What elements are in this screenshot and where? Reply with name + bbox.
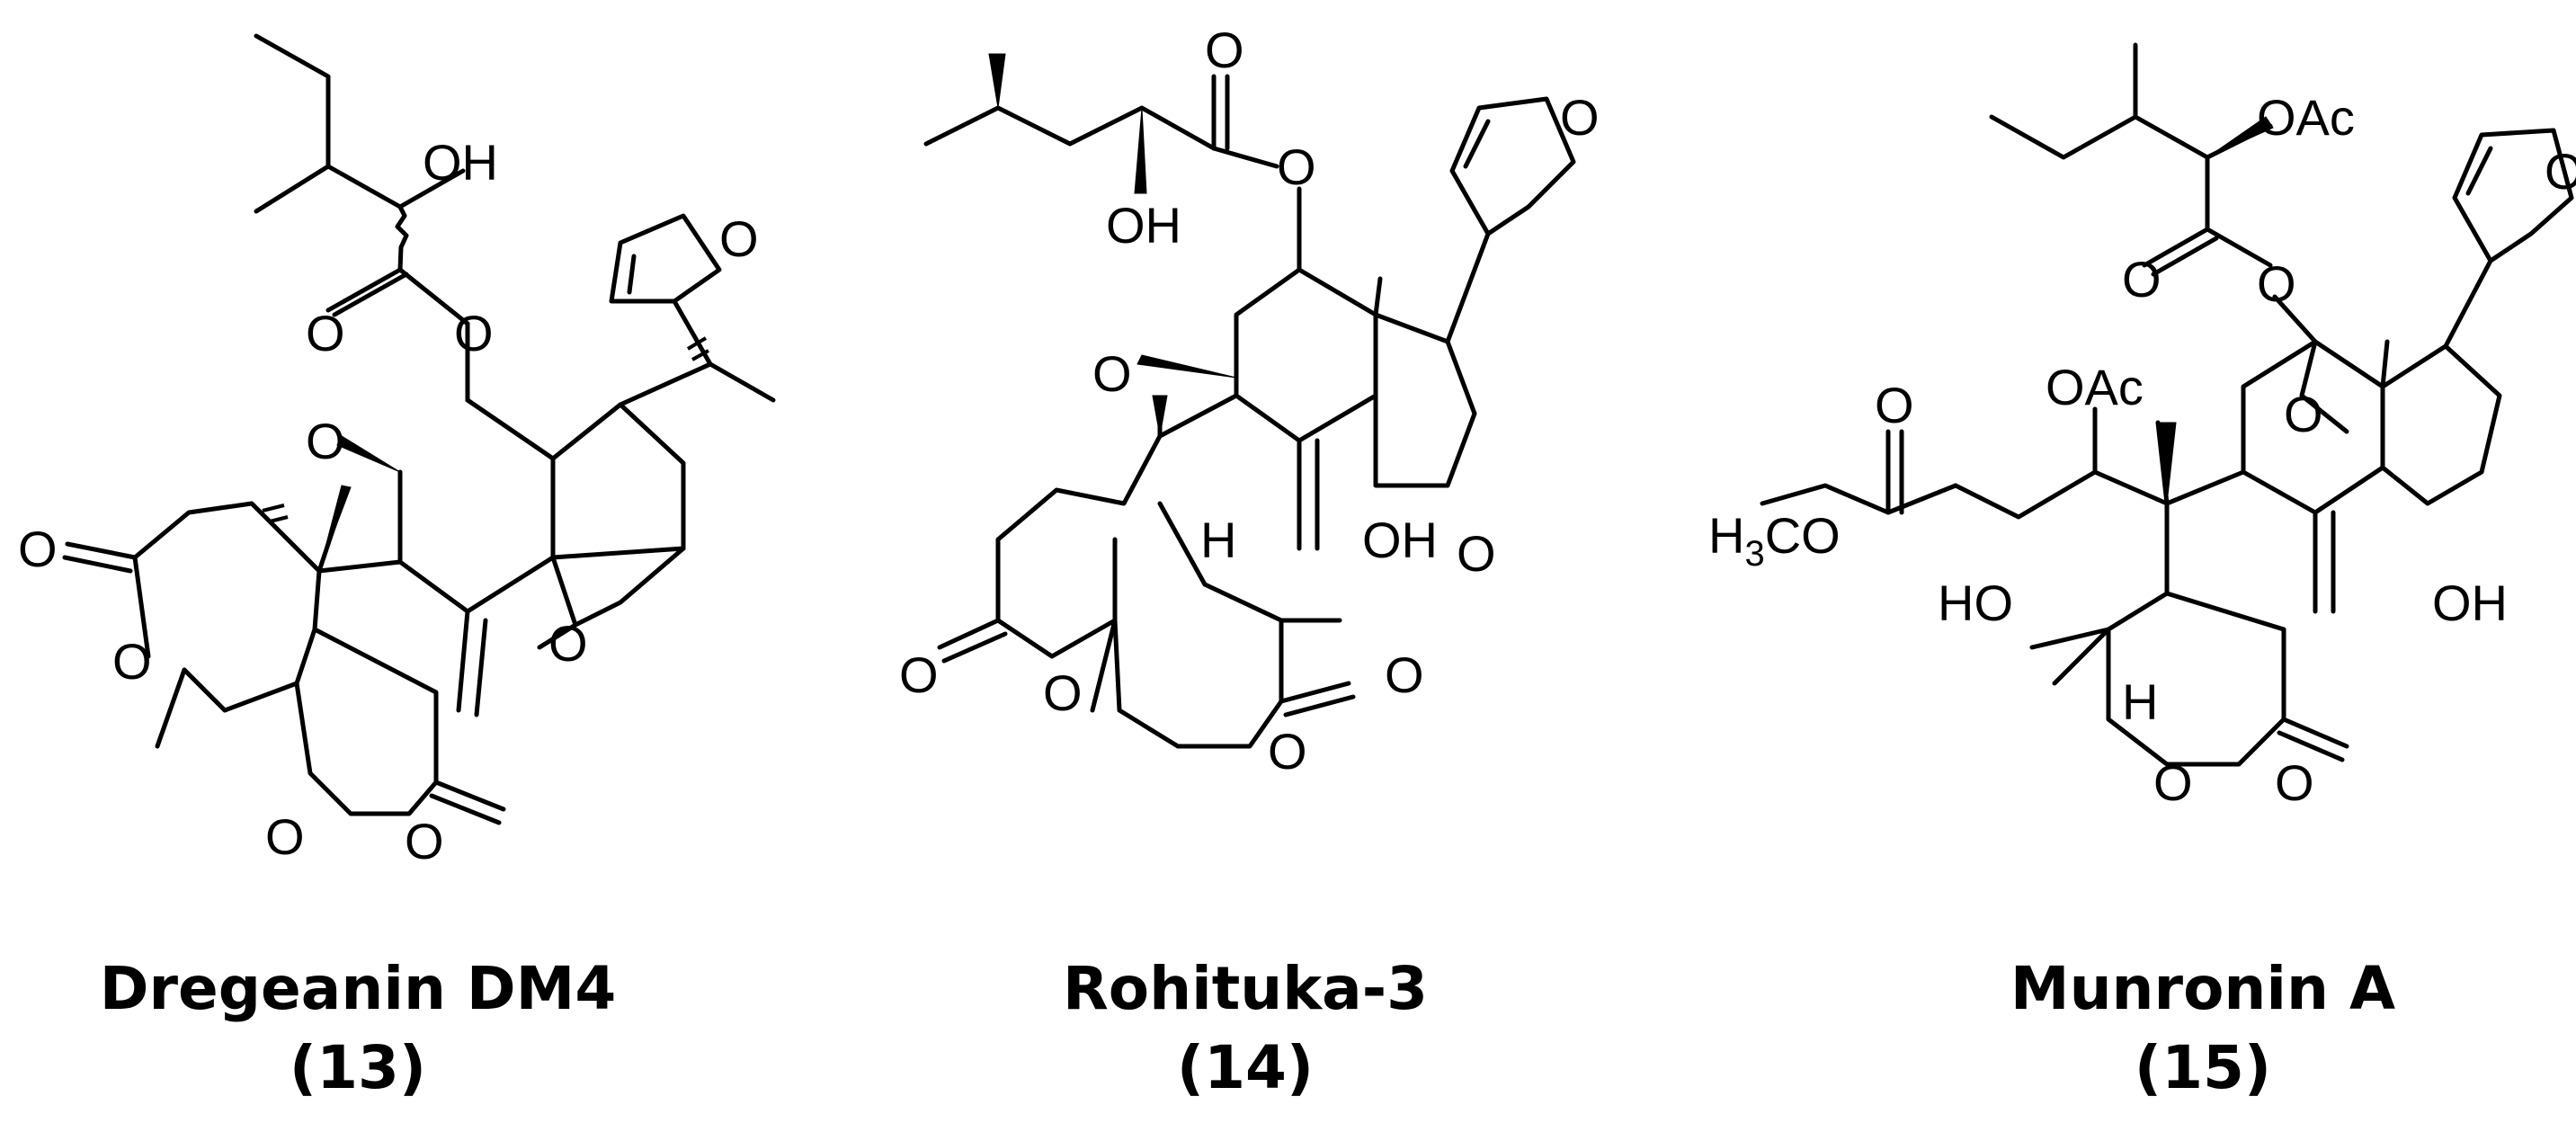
structure-munronin-a: OAc O O O O OAc O H3CO HO H OH O O: [1708, 42, 2576, 811]
atom-o-ether: O: [1092, 345, 1132, 402]
compound-number-14: (14): [1177, 1033, 1314, 1102]
structure-rohituka-3: O O OH O O H OH O O O O O: [899, 22, 1600, 780]
atom-o-lactone2-carbonyl: O: [405, 813, 444, 869]
compound-name-13: Dregeanin DM4: [100, 954, 617, 1023]
atom-o-ketone: O: [1457, 525, 1496, 582]
atom-o-lactone2-ring: O: [1268, 723, 1307, 780]
hash-bond: [262, 504, 289, 523]
atom-o-lactone1-ring: O: [112, 633, 152, 690]
hash-bond: [686, 336, 711, 372]
atom-o-lactone2-carbonyl: O: [1385, 646, 1424, 703]
atom-o-ether: O: [306, 413, 345, 469]
atom-o-lactone-carbonyl: O: [2275, 754, 2314, 811]
atom-oac1: OAc: [2257, 89, 2355, 146]
atom-h3c: H3CO: [1708, 507, 1841, 574]
compound-name-14: Rohituka-3: [1063, 954, 1428, 1023]
atom-o-lactone2-ring: O: [265, 808, 305, 865]
atom-o-epoxide: O: [548, 615, 588, 672]
atom-o-furan: O: [2545, 143, 2576, 200]
atom-oh2: OH: [1362, 512, 1438, 568]
atom-oac2: OAc: [2046, 359, 2144, 415]
atom-o-lactone1-carbonyl: O: [899, 646, 939, 703]
atom-o-ester2-carbonyl: O: [1875, 377, 1914, 433]
atom-o-ester-carbonyl: O: [1205, 22, 1244, 78]
atom-o-lactone1-ring: O: [1043, 664, 1083, 721]
atom-h: H: [1200, 512, 1236, 568]
atom-o-lactone-ring: O: [2153, 754, 2193, 811]
atom-oh: OH: [2432, 575, 2508, 631]
atom-o-bridge: O: [2284, 386, 2323, 442]
atom-o-lactone1-carbonyl: O: [18, 521, 58, 577]
atom-oh: OH: [1106, 197, 1181, 254]
atom-o-furan: O: [719, 210, 759, 267]
atom-o-furan: O: [1560, 89, 1600, 146]
structure-dregeanin-dm4: OH O O O O O O O O O: [18, 33, 776, 869]
atom-o-ester: O: [454, 305, 494, 361]
compound-number-13: (13): [290, 1033, 426, 1102]
compound-name-15: Munronin A: [2010, 954, 2395, 1023]
atom-o-ester-carbonyl: O: [2122, 251, 2162, 307]
atom-o-ester: O: [2257, 255, 2296, 312]
atom-o-ester: O: [1277, 138, 1316, 195]
atom-ho: HO: [1938, 575, 2013, 631]
atom-oh: OH: [423, 134, 498, 191]
atom-o-ester-carbonyl: O: [306, 305, 345, 361]
compound-number-15: (15): [2135, 1033, 2271, 1102]
atom-h: H: [2122, 673, 2158, 730]
